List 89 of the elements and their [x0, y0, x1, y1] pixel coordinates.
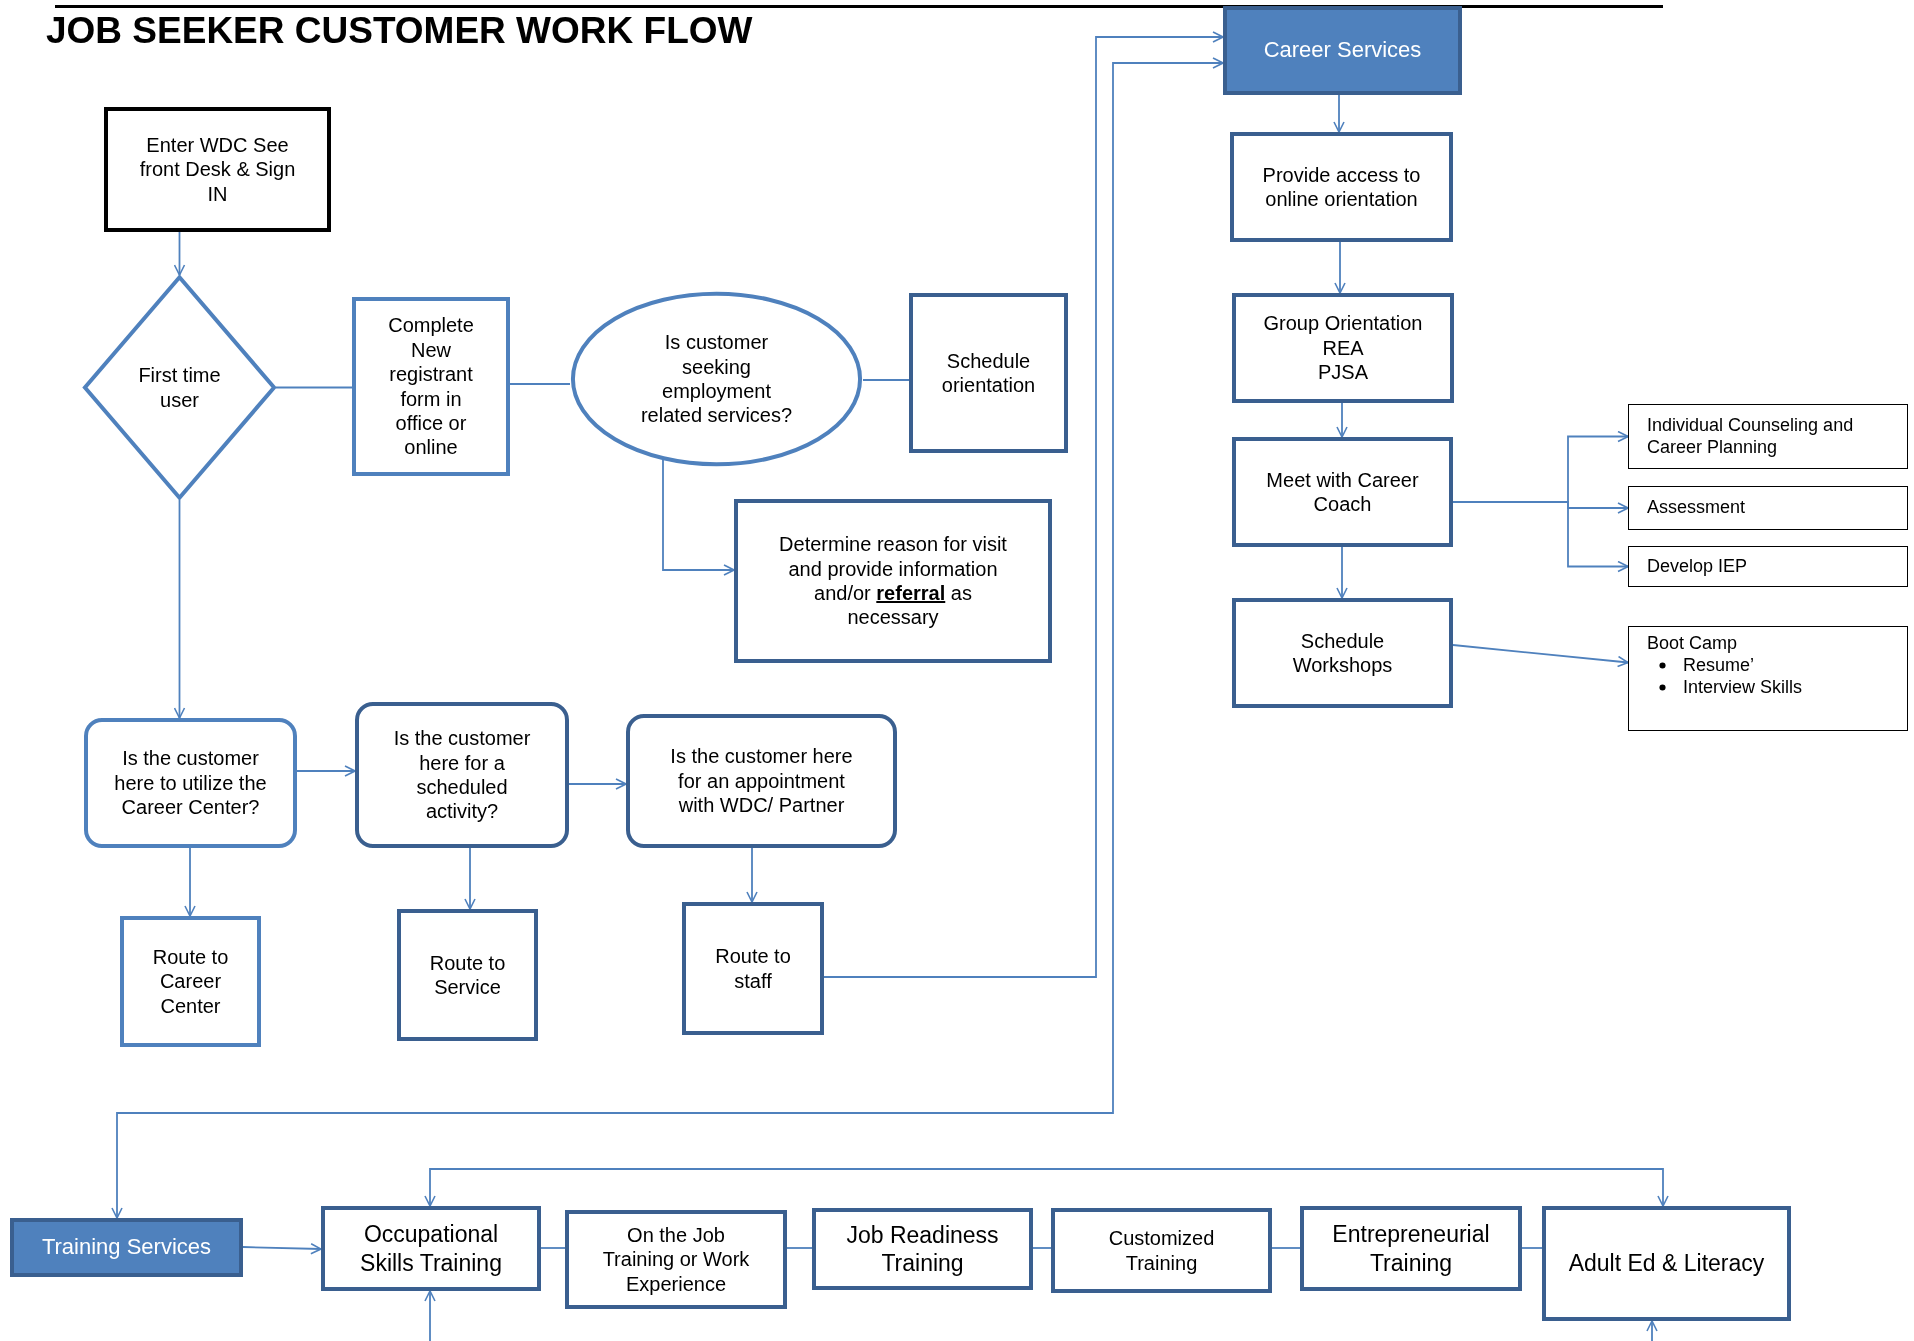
- box-label: Determine reason for visit and provide information and/or referral as necessary: [778, 532, 1008, 630]
- decision-ellipse: [570, 292, 863, 466]
- process-box: [734, 499, 1052, 663]
- process-box: [1542, 1206, 1791, 1321]
- arrow: [111, 57, 1224, 1219]
- process-box: [104, 107, 331, 232]
- arrow: [296, 765, 356, 777]
- connector-line: [1032, 1247, 1052, 1249]
- box-label: Career Services: [1263, 37, 1422, 64]
- arrow: [1336, 546, 1348, 599]
- box-label: Meet with Career Coach: [1265, 467, 1420, 517]
- arrow: [1452, 501, 1629, 573]
- arrow: [424, 1290, 436, 1341]
- box-label: Boot Camp: [1647, 633, 1738, 655]
- box-label: Group Orientation: [1263, 311, 1423, 336]
- process-box: [397, 909, 538, 1041]
- arrow: [662, 459, 735, 576]
- arrow: [184, 847, 196, 917]
- connector-line: [786, 1247, 813, 1249]
- section-box: [10, 1218, 243, 1277]
- box-label: Route to staff: [714, 944, 792, 993]
- decision-box: [84, 718, 297, 848]
- task-box: [1628, 404, 1908, 469]
- box-label: Route to Service: [428, 950, 507, 1000]
- box-label: Route to Career Center: [151, 944, 230, 1019]
- task-box: [1628, 546, 1908, 587]
- connector-line: [275, 386, 353, 389]
- box-label: First time user: [137, 363, 222, 412]
- arrow: [424, 1168, 1669, 1207]
- process-box: [321, 1206, 541, 1291]
- arrow: [1336, 402, 1348, 438]
- box-label: REA: [1322, 335, 1364, 361]
- process-box: [1232, 598, 1453, 708]
- box-label: Resume’: [1683, 654, 1755, 677]
- decision-box: [355, 702, 569, 848]
- box-label: Job Readiness Training: [845, 1220, 1000, 1278]
- box-label: Schedule Workshops: [1291, 628, 1394, 678]
- process-box: [1230, 132, 1453, 242]
- arrow: [173, 499, 186, 719]
- title: JOB SEEKER CUSTOMER WORK FLOW: [46, 10, 753, 52]
- box-label: Is the customer here for a scheduled activity?: [392, 726, 532, 824]
- connector-line: [862, 379, 910, 381]
- box-label: Entrepreneurial Training: [1331, 1220, 1491, 1277]
- box-label: Enter WDC See front Desk & Sign IN: [138, 132, 297, 207]
- connector-line: [540, 1247, 566, 1249]
- box-label: On the Job Training or Work Experience: [601, 1222, 751, 1297]
- box-label: Adult Ed & Literacy: [1568, 1249, 1765, 1278]
- box-label: Training Services: [41, 1234, 212, 1261]
- arrow: [464, 847, 476, 910]
- process-box: [682, 902, 824, 1035]
- arrow: [746, 847, 758, 903]
- connector-line: [509, 383, 571, 385]
- process-box: [1232, 437, 1453, 547]
- process-box: [909, 293, 1068, 453]
- connector-line: [1521, 1247, 1543, 1249]
- arrow: [1646, 1320, 1658, 1341]
- process-box: [120, 916, 261, 1047]
- arrow: [1334, 241, 1346, 294]
- process-box: [812, 1208, 1033, 1290]
- box-label: Assessment: [1647, 497, 1746, 519]
- box-label: Individual Counseling and Career Planning: [1647, 414, 1855, 459]
- section-box: [1223, 6, 1462, 95]
- process-box: [1300, 1206, 1522, 1291]
- box-label: Develop IEP: [1647, 555, 1748, 578]
- decision-box: [626, 714, 897, 848]
- arrow: [1333, 94, 1345, 133]
- box-label: Provide access to online orientation: [1261, 162, 1422, 212]
- box-label: Schedule orientation: [940, 348, 1037, 398]
- box-label: Complete New registrant form in office or online: [387, 313, 475, 460]
- box-label: Is the customer here for an appointment with WDC/ Partner: [669, 744, 854, 818]
- arrow: [568, 778, 627, 790]
- box-label: PJSA: [1318, 360, 1368, 385]
- process-box: [565, 1210, 787, 1309]
- box-label: Interview Skills: [1683, 676, 1803, 699]
- arrow: [823, 31, 1224, 978]
- process-box: [1051, 1208, 1272, 1293]
- arrow: [1452, 644, 1629, 668]
- box-label: Customized Training: [1107, 1226, 1216, 1275]
- box-label: Is customer seeking employment related services?: [639, 330, 794, 428]
- task-box: [1628, 626, 1908, 731]
- arrow: [173, 231, 186, 276]
- task-box: [1628, 486, 1908, 530]
- decision-diamond: [83, 275, 276, 500]
- box-label: Is the customer here to utilize the Career Center?: [113, 746, 268, 820]
- box-label: Occupational Skills Training: [359, 1220, 503, 1277]
- process-box: [1232, 293, 1454, 403]
- arrow: [242, 1242, 322, 1255]
- process-box: [352, 297, 510, 476]
- connector-line: [1271, 1247, 1301, 1249]
